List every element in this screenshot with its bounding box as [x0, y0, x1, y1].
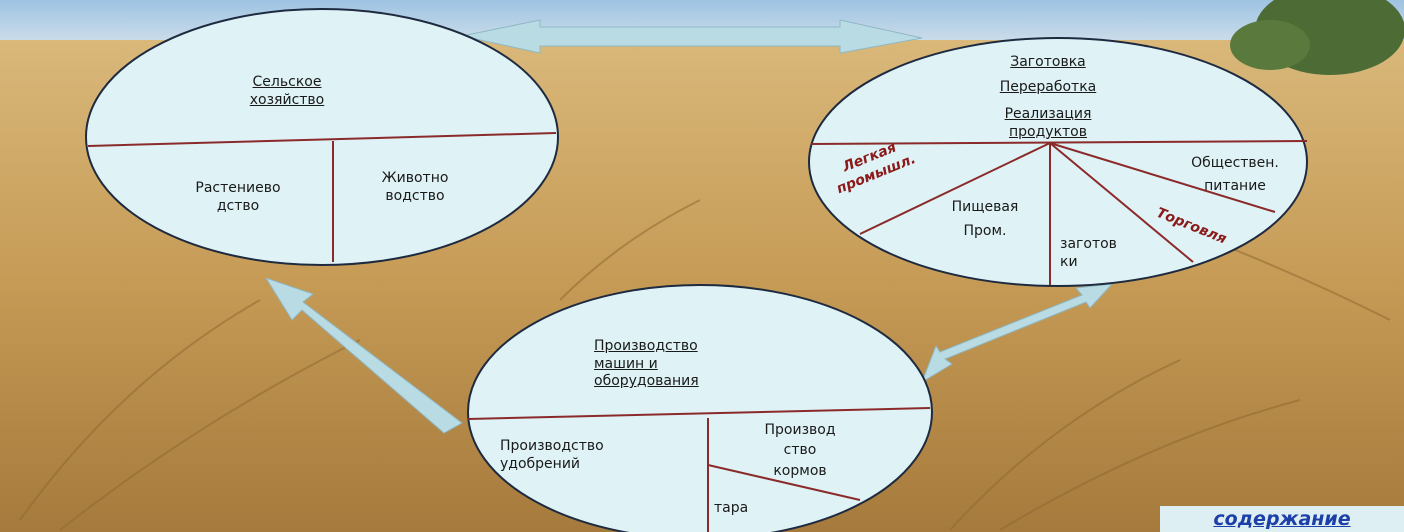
crop-production-label: Растениево дство — [168, 180, 308, 215]
ellipse-agriculture — [86, 9, 558, 265]
ellipse-machinery — [468, 285, 932, 532]
food-industry-label: Пищевая Пром. — [925, 196, 1045, 244]
procurement-label: заготов ки — [1060, 236, 1140, 271]
catering-label: Обществен. питание — [1165, 152, 1305, 198]
machinery-title: Производство машин и оборудования — [594, 338, 764, 391]
agriculture-title: Сельское хозяйство — [242, 74, 332, 109]
packaging-label: тара — [714, 500, 774, 518]
procurement-title: Заготовка — [978, 54, 1118, 72]
feed-production-label: Производ ство кормов — [740, 420, 860, 481]
livestock-label: Животно водство — [350, 170, 480, 205]
sales-title: Реализация продуктов — [968, 106, 1128, 141]
contents-link[interactable]: содержание — [1160, 506, 1404, 532]
processing-title: Переработка — [968, 79, 1128, 97]
fertilizer-production-label: Производство удобрений — [500, 438, 670, 473]
